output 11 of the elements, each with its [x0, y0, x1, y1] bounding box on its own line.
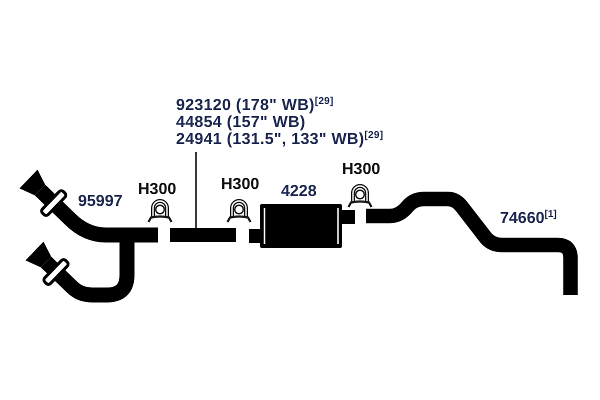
part-number: H300	[342, 161, 380, 178]
pipe-section	[170, 228, 236, 242]
part-number: 24941 (131.5", 133" WB)$^{[29]}$	[176, 131, 384, 148]
leader-line	[195, 152, 197, 228]
part-number: 44854 (157" WB)	[176, 114, 306, 131]
part-number: H300	[138, 181, 176, 198]
part-number: 923120 (178" WB)$^{[29]}$	[176, 97, 335, 114]
part-number: 74660$^{[1]}$	[500, 210, 557, 227]
part-number: 4228	[281, 183, 317, 200]
part-number: H300	[221, 176, 260, 193]
part-number: 95997	[78, 193, 122, 210]
